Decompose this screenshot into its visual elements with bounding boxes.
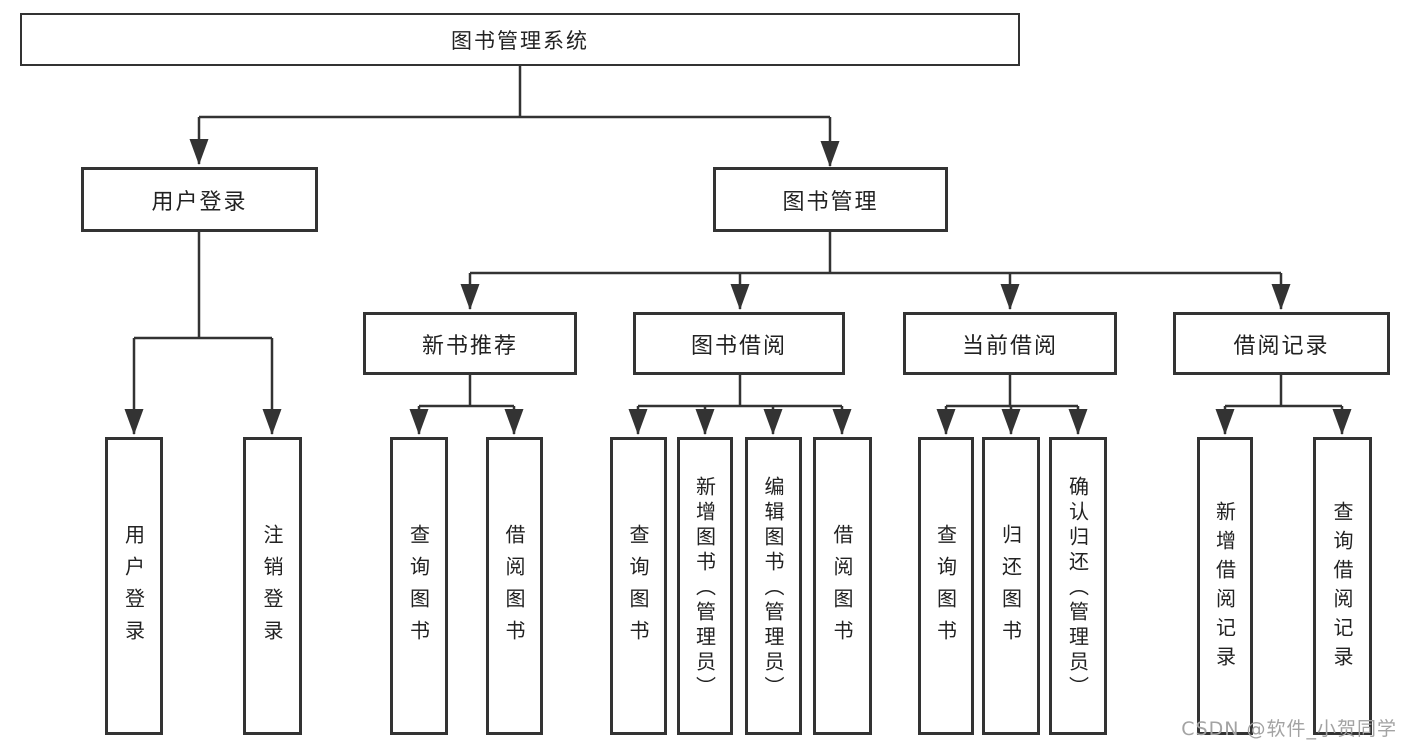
node-new-book-recommendation: 新书推荐	[363, 312, 577, 375]
node-book-borrowing: 图书借阅	[633, 312, 845, 375]
leaf-query-books-current: 查询图书	[918, 437, 974, 735]
leaf-confirm-return-admin: 确认归还（管理员）	[1049, 437, 1107, 735]
node-current-borrowing: 当前借阅	[903, 312, 1117, 375]
leaf-query-borrow-record: 查询借阅记录	[1313, 437, 1372, 735]
leaf-query-books-recommend: 查询图书	[390, 437, 448, 735]
leaf-return-books: 归还图书	[982, 437, 1040, 735]
node-library-management-system: 图书管理系统	[20, 13, 1020, 66]
leaf-logout: 注销登录	[243, 437, 302, 735]
node-user-login: 用户登录	[81, 167, 318, 232]
csdn-watermark: CSDN @软件_小贺同学	[1181, 718, 1397, 740]
node-book-management: 图书管理	[713, 167, 948, 232]
leaf-add-books-admin: 新增图书（管理员）	[677, 437, 733, 735]
leaf-borrow-books: 借阅图书	[813, 437, 872, 735]
node-borrowing-records: 借阅记录	[1173, 312, 1390, 375]
leaf-borrow-books-recommend: 借阅图书	[486, 437, 543, 735]
leaf-add-borrow-record: 新增借阅记录	[1197, 437, 1253, 735]
leaf-user-login: 用户登录	[105, 437, 163, 735]
leaf-query-books-borrow: 查询图书	[610, 437, 667, 735]
leaf-edit-books-admin: 编辑图书（管理员）	[745, 437, 802, 735]
